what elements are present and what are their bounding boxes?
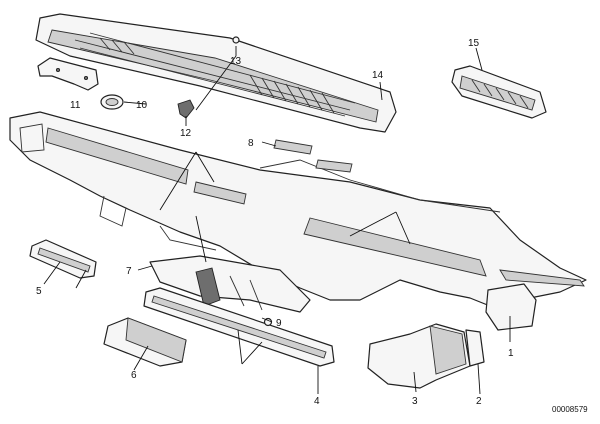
part-10-clamp: [100, 94, 124, 110]
callout-4: 4: [314, 396, 320, 407]
callout-7: 7: [126, 266, 132, 277]
part-11-bracket: [37, 57, 99, 91]
leader-lines: [43, 46, 511, 395]
part-2-plate: [465, 329, 485, 367]
callout-15: 15: [468, 38, 480, 49]
callout-6: 6: [131, 370, 137, 381]
part-6-pad: [103, 317, 187, 367]
part-14-upper-grille: [35, 13, 397, 133]
callout-8: 8: [248, 138, 254, 149]
part-7-reinforcement: [149, 255, 311, 313]
part-5-left-grille: [29, 239, 97, 279]
document-number: 00008579: [552, 405, 588, 414]
part-15-side-grille: [451, 65, 547, 119]
callout-9-lower: 9: [276, 318, 282, 329]
part-12-clip: [177, 99, 195, 119]
part-13-screw: [232, 36, 240, 44]
part-4-lower-grille: [143, 287, 335, 367]
callout-labels: 1 2 3 4 5 6 7 8 9 9 10 11 12 13 14 15 00…: [36, 38, 588, 414]
callout-5: 5: [36, 286, 42, 297]
part-1-bumper: [9, 111, 587, 331]
part-3-air-duct: [367, 323, 471, 389]
callout-14: 14: [372, 70, 384, 81]
callout-3: 3: [412, 396, 418, 407]
callout-11: 11: [70, 100, 81, 111]
callout-13: 13: [230, 56, 242, 67]
part-9-upper-pad: [273, 139, 313, 155]
callout-10: 10: [136, 100, 148, 111]
callout-12: 12: [180, 128, 192, 139]
small-plate: [315, 159, 353, 173]
callout-2: 2: [476, 396, 482, 407]
callout-1: 1: [508, 348, 514, 359]
